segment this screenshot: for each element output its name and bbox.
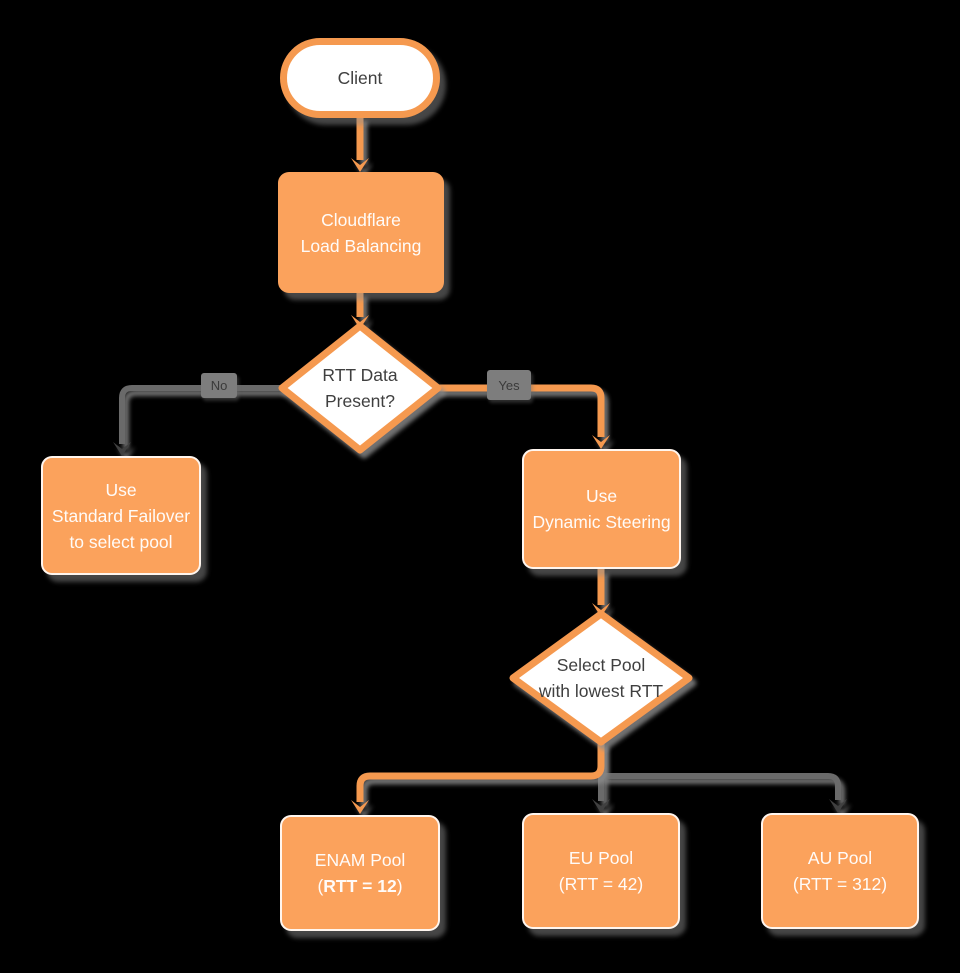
dynamic-steering-line1: Use: [585, 486, 618, 506]
enam-pool-line1: ENAM Pool: [314, 850, 406, 870]
rtt-decision-line2: Present?: [324, 391, 396, 411]
edge-label-yes-text: Yes: [498, 377, 520, 393]
standard-failover-line2: Standard Failover: [51, 505, 191, 526]
cloudflare-label-line2: Load Balancing: [300, 235, 422, 256]
eu-pool-node: EU Pool (RTT = 42): [522, 813, 680, 929]
enam-pool-node: ENAM Pool (RTT = 12): [280, 815, 440, 931]
rtt-decision-line1: RTT Data: [322, 365, 398, 385]
standard-failover-node: Use Standard Failover to select pool: [41, 456, 201, 575]
enam-rtt-value: RTT = 12: [323, 876, 397, 896]
edge-selectpool-to-au: [601, 773, 847, 813]
enam-rtt-paren-open: (: [317, 876, 324, 896]
edge-label-no: No: [201, 373, 237, 398]
edge-cloudflare-to-rtt-decision: [351, 292, 369, 329]
edge-client-to-cloudflare: [351, 116, 369, 172]
cloudflare-load-balancing-node: Cloudflare Load Balancing: [278, 172, 444, 293]
select-pool-line1: Select Pool: [556, 655, 646, 675]
rtt-decision-label: RTT Data Present?: [280, 352, 440, 424]
standard-failover-line1: Use: [105, 479, 137, 500]
au-pool-node: AU Pool (RTT = 312): [761, 813, 919, 929]
au-pool-line2: (RTT = 312): [792, 874, 888, 894]
rtt-decision-diamond-shape: [278, 322, 442, 454]
select-pool-label: Select Pool with lowest RTT: [511, 642, 691, 714]
dynamic-steering-line2: Dynamic Steering: [532, 512, 671, 532]
au-pool-line1: AU Pool: [807, 848, 873, 868]
select-pool-diamond-shape: [509, 610, 693, 746]
edge-dynamic-steering-to-selectpool: [592, 569, 610, 617]
client-label: Client: [337, 67, 383, 88]
client-node: Client: [280, 38, 440, 118]
eu-pool-line1: EU Pool: [568, 848, 634, 868]
edge-label-no-text: No: [210, 378, 228, 393]
dynamic-steering-node: Use Dynamic Steering: [522, 449, 681, 569]
edge-selectpool-to-enam: [351, 742, 605, 814]
edge-rtt-yes-to-dynamic-steering: [436, 384, 610, 449]
edge-rtt-no-to-standard-failover: [113, 385, 284, 456]
eu-pool-line2: (RTT = 42): [558, 874, 644, 894]
enam-rtt-paren-close: ): [396, 876, 403, 896]
standard-failover-line3: to select pool: [69, 531, 173, 552]
select-pool-line2: with lowest RTT: [538, 681, 664, 701]
edge-label-yes: Yes: [487, 370, 531, 400]
cloudflare-label-line1: Cloudflare: [321, 209, 401, 230]
enam-pool-line2: (RTT = 12): [317, 873, 402, 899]
